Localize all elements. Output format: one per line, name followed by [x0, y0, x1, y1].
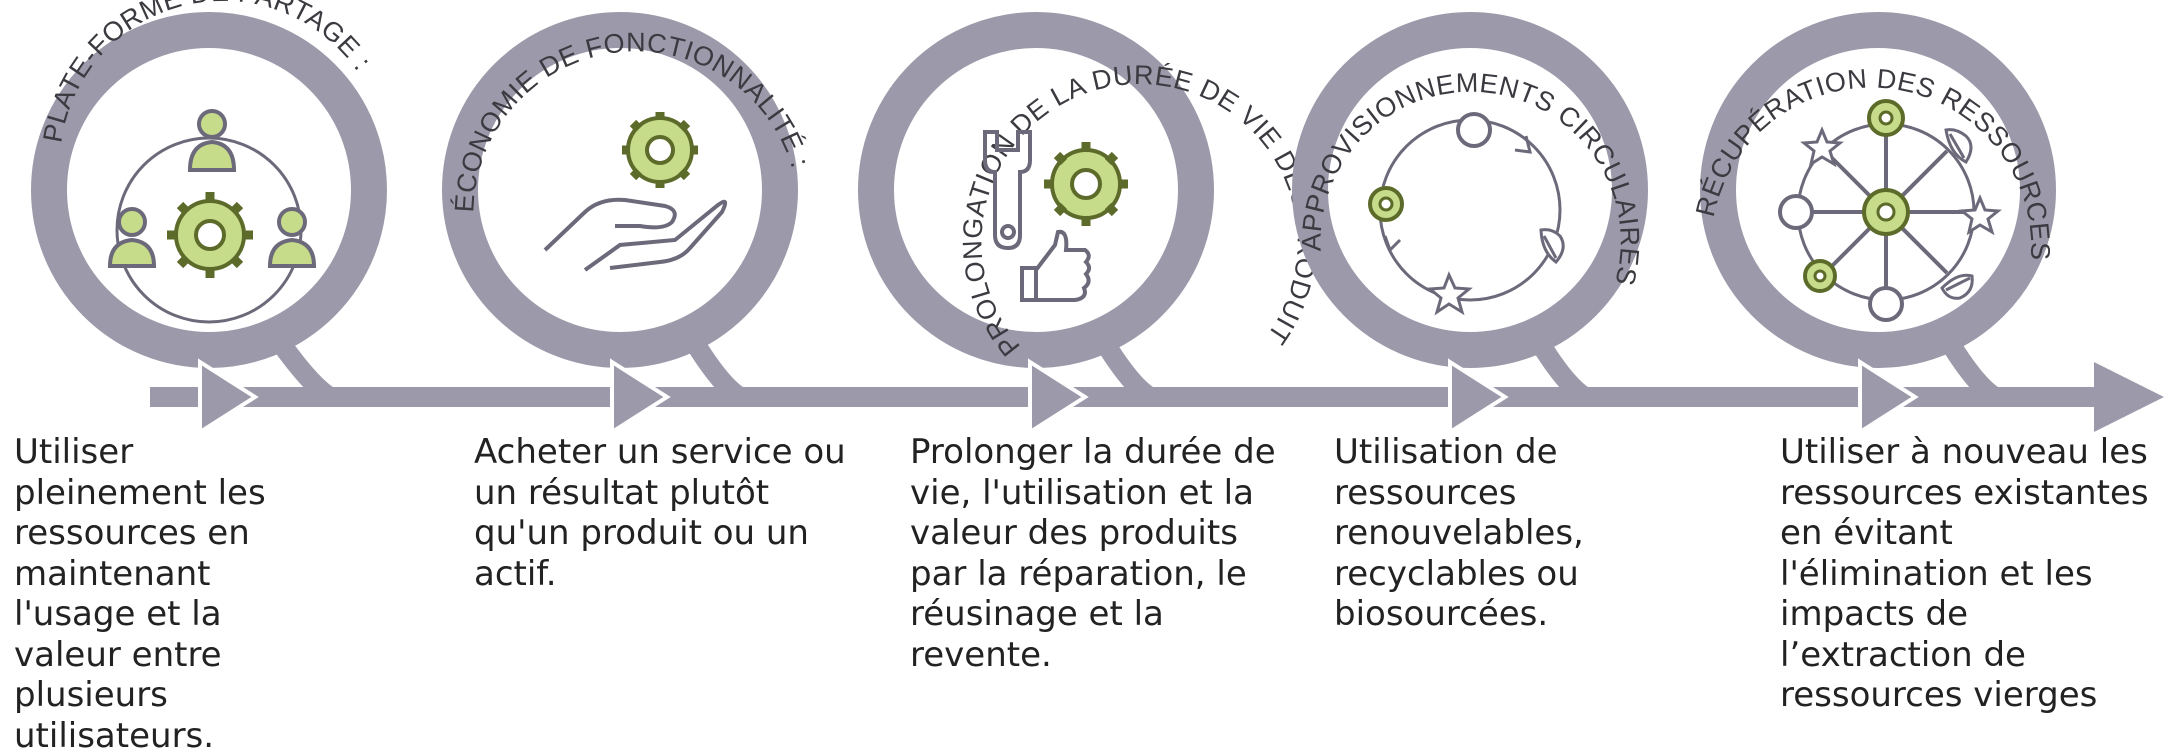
hand-with-gear-icon	[543, 112, 728, 272]
step-4-description: Utilisation de ressources renouvelables,…	[1334, 432, 1584, 634]
step-3-arrow	[1028, 358, 1089, 436]
step-4-arrow	[1448, 358, 1509, 436]
step-1-arrow	[198, 358, 259, 436]
people-sharing-gear-icon	[107, 109, 317, 324]
step-5-description: Utiliser à nouveau les ressources exista…	[1780, 432, 2149, 715]
timeline-line	[150, 387, 2100, 407]
step-3-description: Prolonger la durée de vie, l'utilisation…	[910, 432, 1276, 675]
step-1-description: Utiliser pleinement les ressources en ma…	[14, 432, 266, 756]
final-arrowhead	[2094, 362, 2164, 432]
resource-recovery-network-icon	[1778, 99, 2002, 322]
step-5-arrow	[1858, 358, 1919, 436]
wrench-gear-thumbs-up-icon	[983, 130, 1128, 302]
step-2-ring: ÉCONOMIE DE FONCTIONNALITÉ :	[442, 12, 815, 436]
step-2-description: Acheter un service ou un résultat plutôt…	[474, 432, 846, 594]
step-2-arrow	[610, 358, 671, 436]
circular-supply-cycle-icon	[1368, 112, 1565, 316]
